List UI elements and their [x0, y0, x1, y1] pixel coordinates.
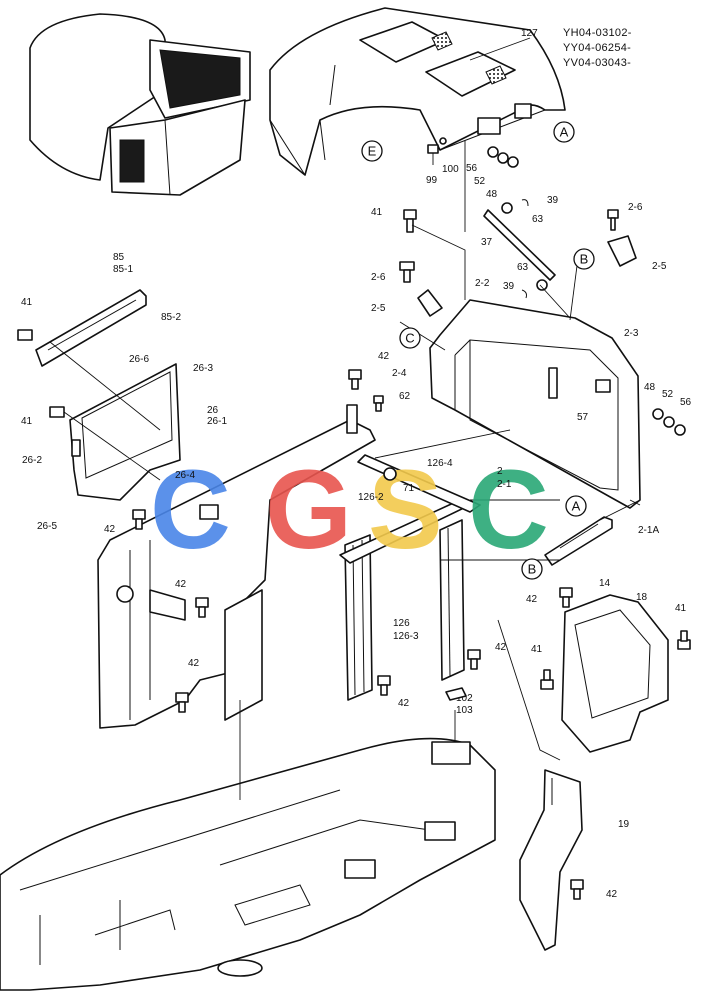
part-label: 2-4 — [392, 368, 407, 379]
part-label: 99 — [426, 175, 438, 186]
part-label: 2 — [497, 466, 503, 477]
part-14-bracket — [544, 516, 613, 566]
part-label: 85-1 — [113, 264, 133, 275]
part-label: 18 — [636, 592, 648, 603]
serial-number-block: YH04-03102- YY04-06254- YV04-03043- — [563, 27, 632, 69]
part-37-gas-strut — [483, 199, 556, 299]
part-127-upper-cover — [269, 7, 566, 176]
part-label: 42 — [495, 642, 507, 653]
svg-text:E: E — [368, 144, 377, 159]
part-label: 42 — [398, 698, 410, 709]
part-label: 102 — [456, 693, 473, 704]
callout-b-top: B — [573, 248, 595, 270]
part-label: 2-1 — [497, 479, 512, 490]
part-label: 71 — [403, 483, 415, 494]
part-label: 42 — [104, 524, 116, 535]
part-label: 85-2 — [161, 312, 181, 323]
svg-text:B: B — [580, 252, 589, 267]
part-label: 42 — [606, 889, 618, 900]
watermark: C G S C — [150, 447, 549, 572]
part-label: 26 — [207, 405, 219, 416]
part-label: 39 — [547, 195, 559, 206]
part-label: 2-6 — [628, 202, 643, 213]
svg-text:C: C — [405, 331, 414, 346]
part-label: 41 — [531, 644, 543, 655]
part-label: 48 — [644, 382, 656, 393]
part-label: 41 — [21, 297, 33, 308]
part-label: 26-2 — [22, 455, 42, 466]
svg-text:A: A — [560, 125, 569, 140]
part-label: 26-3 — [193, 363, 213, 374]
part-label: 127 — [521, 28, 538, 39]
part-label: 26-4 — [175, 470, 195, 481]
callout-e: E — [361, 140, 383, 162]
leader-lines — [49, 37, 641, 800]
part-label: 100 — [442, 164, 459, 175]
part-19-lower-cover — [519, 769, 583, 951]
part-26-panel — [49, 363, 181, 501]
part-label: 42 — [188, 658, 200, 669]
main-frame — [97, 404, 376, 729]
part-label: 126-2 — [358, 492, 384, 503]
part-label: 63 — [517, 262, 529, 273]
part-label: 2-5 — [371, 303, 386, 314]
part-label: 39 — [503, 281, 515, 292]
part-label: 42 — [378, 351, 390, 362]
part-labels: 127 100 99 56 52 48 39 63 37 63 39 41 2-… — [21, 28, 692, 900]
watermark-letter: S — [368, 447, 443, 572]
part-label: 26-5 — [37, 521, 57, 532]
watermark-letter: C — [150, 447, 231, 572]
part-label: 52 — [662, 389, 674, 400]
part-85-cover-plate — [17, 289, 147, 367]
part-label: 42 — [526, 594, 538, 605]
part-label: 62 — [399, 391, 411, 402]
part-label: 63 — [532, 214, 544, 225]
bolts-42 — [132, 369, 691, 900]
watermark-letter: C — [468, 447, 549, 572]
part-2-side-door — [429, 299, 686, 509]
lower-frame-base — [0, 737, 496, 991]
part-label: 2-5 — [652, 261, 667, 272]
serial-number: YV04-03043- — [563, 57, 631, 69]
part-label: 2-2 — [475, 278, 490, 289]
part-label: 26-6 — [129, 354, 149, 365]
part-label: 126-4 — [427, 458, 453, 469]
part-18-side-cover — [561, 594, 669, 753]
part-label: 57 — [577, 412, 589, 423]
part-label: 103 — [456, 705, 473, 716]
part-label: 126-3 — [393, 631, 419, 642]
serial-number: YY04-06254- — [563, 42, 631, 54]
svg-text:B: B — [528, 562, 537, 577]
part-label: 41 — [675, 603, 687, 614]
part-label: 2-1A — [638, 525, 659, 536]
part-label: 19 — [618, 819, 630, 830]
part-label: 56 — [466, 163, 478, 174]
callout-a-bracket: A — [565, 495, 587, 517]
part-label: 41 — [371, 207, 383, 218]
part-label: 56 — [680, 397, 692, 408]
part-label: 48 — [486, 189, 498, 200]
part-label: 52 — [474, 176, 486, 187]
part-label: 42 — [175, 579, 187, 590]
callout-b-bracket: B — [521, 558, 543, 580]
part-label: 2-6 — [371, 272, 386, 283]
part-label: 85 — [113, 252, 125, 263]
watermark-letter: G — [265, 447, 352, 572]
part-label: 14 — [599, 578, 611, 589]
callout-a-top: A — [553, 121, 575, 143]
part-label: 2-3 — [624, 328, 639, 339]
callout-c: C — [399, 327, 421, 349]
part-label: 37 — [481, 237, 493, 248]
part-label: 26-1 — [207, 416, 227, 427]
hardware-group-top — [427, 137, 519, 232]
part-label: 41 — [21, 416, 33, 427]
bolts-upper — [399, 209, 637, 317]
canopy-thumbnail — [29, 13, 251, 196]
svg-text:A: A — [572, 499, 581, 514]
part-label: 126 — [393, 618, 410, 629]
serial-number: YH04-03102- — [563, 27, 632, 39]
